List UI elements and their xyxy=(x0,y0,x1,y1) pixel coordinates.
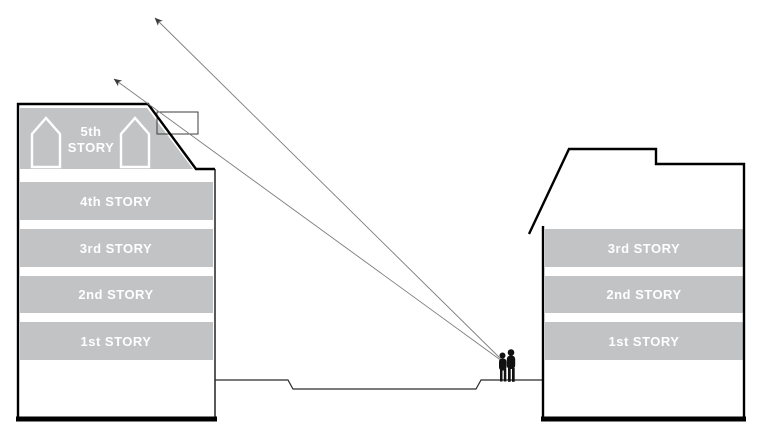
left-story5-label-line2: STORY xyxy=(68,140,115,155)
right-story1-band xyxy=(545,322,743,360)
right-story2-band xyxy=(545,276,743,313)
dormer-window-icon xyxy=(30,116,62,169)
left-story3-label: 3rd STORY xyxy=(80,241,152,256)
left-story1-label: 1st STORY xyxy=(81,334,152,349)
dormer-window-icon xyxy=(119,116,151,169)
sight-line-lower-arrow xyxy=(113,78,507,365)
left-story3-band xyxy=(20,229,213,267)
right-story1-label: 1st STORY xyxy=(609,334,680,349)
left-story1-band xyxy=(20,322,213,360)
right-story2-label: 2nd STORY xyxy=(606,287,681,302)
left-story2-band xyxy=(20,276,213,313)
sight-lines xyxy=(113,17,507,365)
right-building-roofline xyxy=(527,147,746,419)
street-ground-line xyxy=(215,379,543,390)
sight-line-upper-arrow xyxy=(154,17,507,365)
left-story4-band xyxy=(20,182,213,220)
left-story4-label: 4th STORY xyxy=(80,194,152,209)
left-building: 5th STORY 4th STORY 3rd STORY 2nd STORY … xyxy=(16,102,217,422)
right-story3-label: 3rd STORY xyxy=(608,241,680,256)
pedestrians-figure xyxy=(499,349,516,382)
right-story3-band xyxy=(545,229,743,267)
right-building: 3rd STORY 2nd STORY 1st STORY xyxy=(527,147,746,422)
left-story2-label: 2nd STORY xyxy=(78,287,153,302)
left-story5-label-line1: 5th xyxy=(81,124,102,139)
roof-railing xyxy=(156,111,199,135)
